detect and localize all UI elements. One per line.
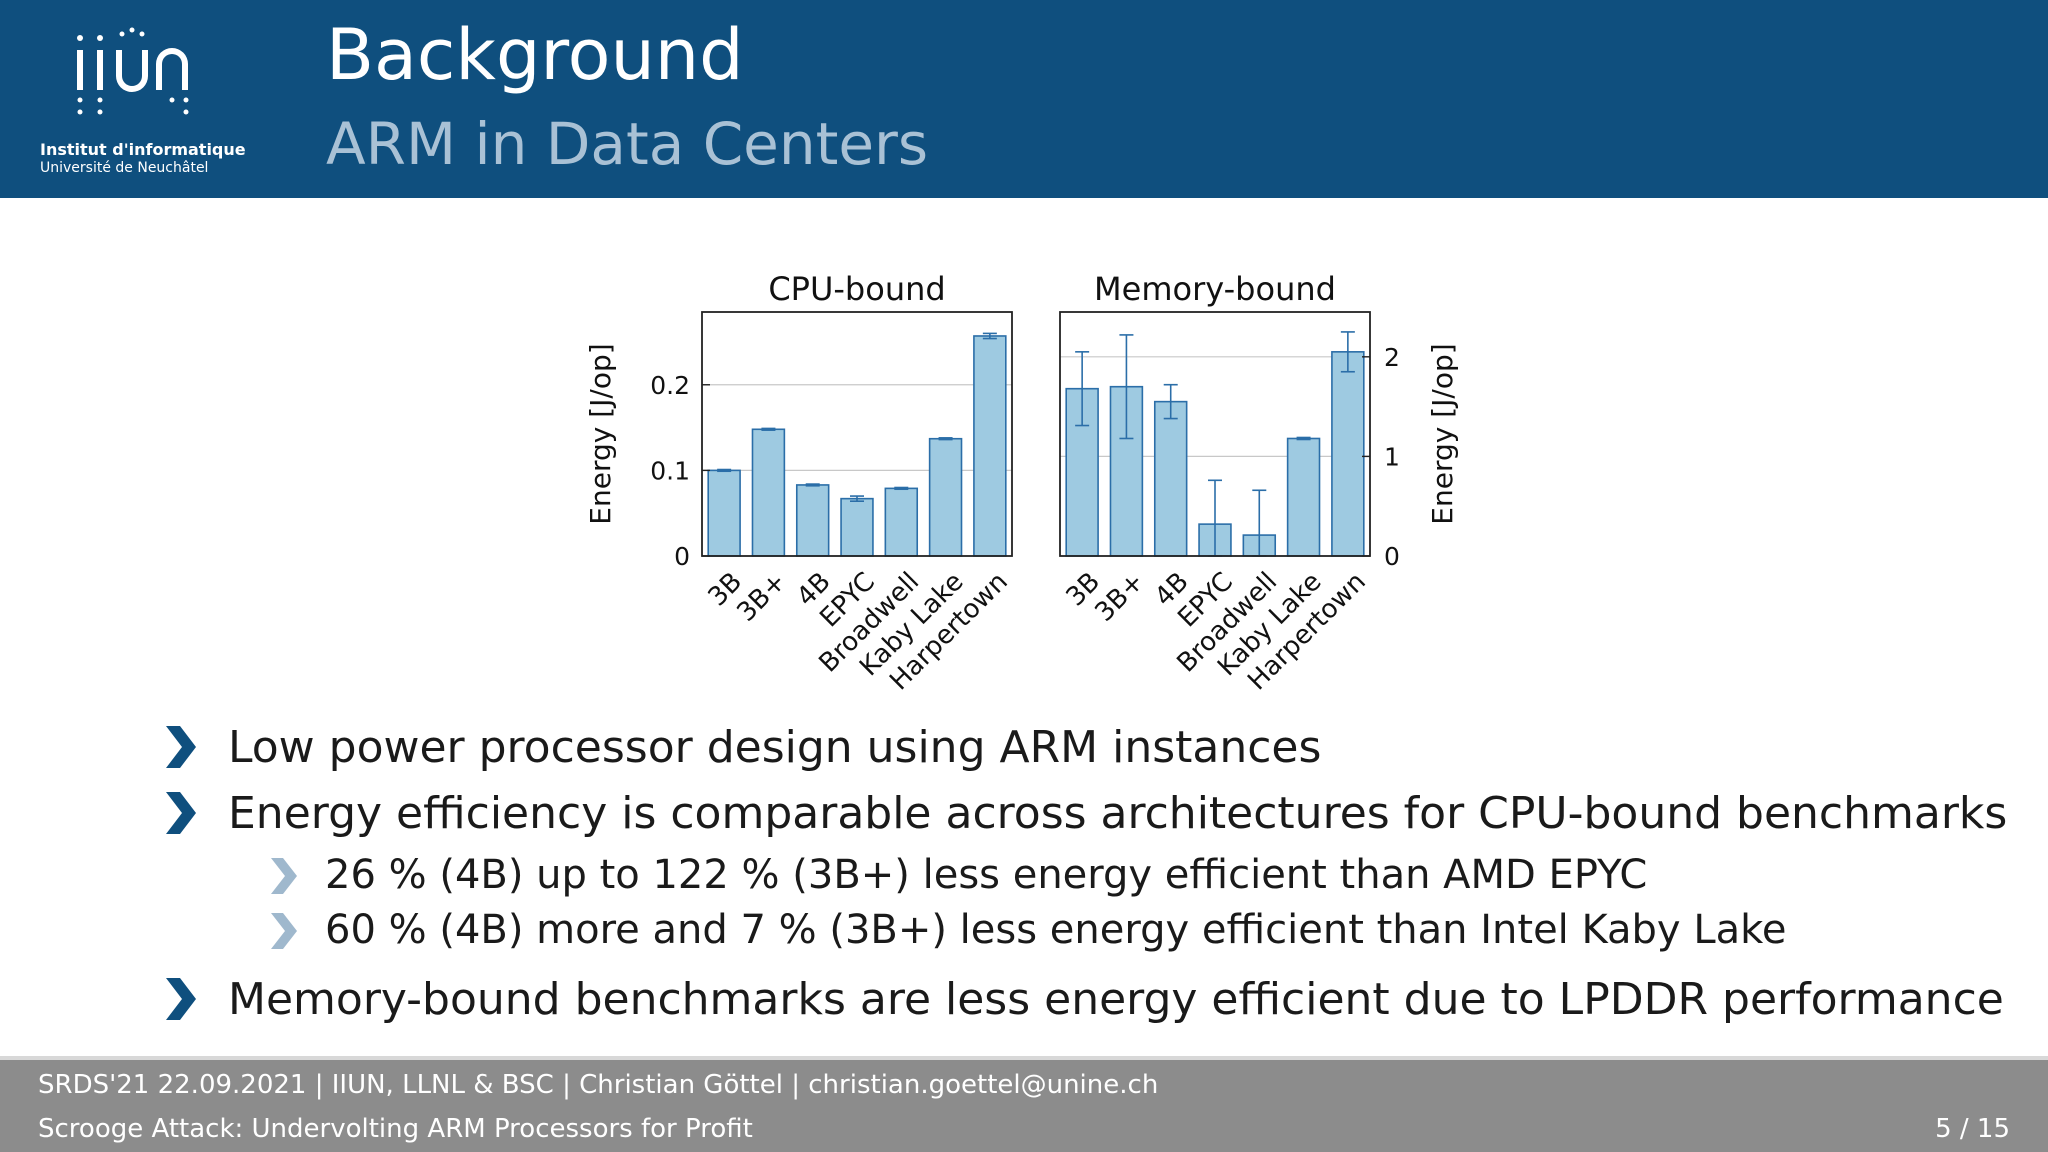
sub-bullet-item: 60 % (4B) more and 7 % (3B+) less energy… — [160, 905, 2020, 960]
y-tick-label: 0 — [674, 542, 690, 571]
bar — [1065, 387, 1099, 557]
slide-header: Institut d'informatique Université de Ne… — [0, 0, 2048, 198]
sub-bullet-text: 60 % (4B) more and 7 % (3B+) less energy… — [325, 907, 1787, 953]
y-axis-label: Energy [J/op] — [1426, 343, 1459, 524]
bar — [928, 437, 963, 557]
bar — [1286, 437, 1321, 557]
y-tick-label: 1 — [1384, 442, 1400, 471]
bullet-item: Memory-bound benchmarks are less energy … — [160, 970, 2020, 1036]
y-tick-label: 0 — [1384, 542, 1400, 571]
sub-bullet-item: 26 % (4B) up to 122 % (3B+) less energy … — [160, 850, 2020, 905]
footer-paper-title: Scrooge Attack: Undervolting ARM Process… — [38, 1114, 753, 1144]
bullet-text: Memory-bound benchmarks are less energy … — [228, 974, 2004, 1025]
bar — [795, 484, 830, 557]
y-axis-label: Energy [J/op] — [584, 343, 617, 524]
bar — [884, 487, 919, 557]
bullet-list: Low power processor design using ARM ins… — [160, 718, 2020, 1036]
chevron-right-icon — [166, 792, 196, 834]
institute-name: Institut d'informatique — [40, 140, 246, 159]
bar — [973, 335, 1007, 557]
chart-title: Memory-bound — [1094, 270, 1336, 308]
slide-title: Background — [326, 14, 744, 96]
bar — [751, 428, 786, 557]
category-label: 3B+ — [731, 567, 792, 628]
chevron-right-icon — [166, 978, 196, 1020]
y-tick-label: 0.2 — [650, 371, 690, 400]
slide-subtitle: ARM in Data Centers — [326, 110, 929, 178]
plot-frame — [1059, 311, 1371, 557]
bar — [840, 497, 874, 557]
chevron-right-icon — [166, 726, 196, 768]
page-number: 5 / 15 — [1935, 1114, 2010, 1144]
bar — [1153, 400, 1188, 557]
sub-bullet-text: 26 % (4B) up to 122 % (3B+) less energy … — [325, 852, 1648, 898]
bullet-item: Energy efficiency is comparable across a… — [160, 784, 2020, 850]
iiun-logo — [77, 27, 189, 115]
chevron-right-icon — [271, 913, 297, 949]
bullet-item: Low power processor design using ARM ins… — [160, 718, 2020, 784]
slide-footer: SRDS'21 22.09.2021 | IIUN, LLNL & BSC | … — [0, 1060, 2048, 1152]
y-tick-label: 0.1 — [650, 456, 690, 485]
y-tick-label: 2 — [1384, 343, 1400, 372]
bar — [707, 469, 741, 557]
university-name: Université de Neuchâtel — [40, 160, 209, 176]
bar — [1331, 351, 1365, 557]
bullet-text: Energy efficiency is comparable across a… — [228, 788, 2008, 839]
plot-frame — [701, 311, 1013, 557]
footer-divider — [0, 1056, 2048, 1060]
category-label: 3B+ — [1089, 567, 1150, 628]
bullet-text: Low power processor design using ARM ins… — [228, 722, 1322, 773]
chevron-right-icon — [271, 858, 297, 894]
chart-title: CPU-bound — [768, 270, 945, 308]
footer-info: SRDS'21 22.09.2021 | IIUN, LLNL & BSC | … — [38, 1070, 1159, 1100]
